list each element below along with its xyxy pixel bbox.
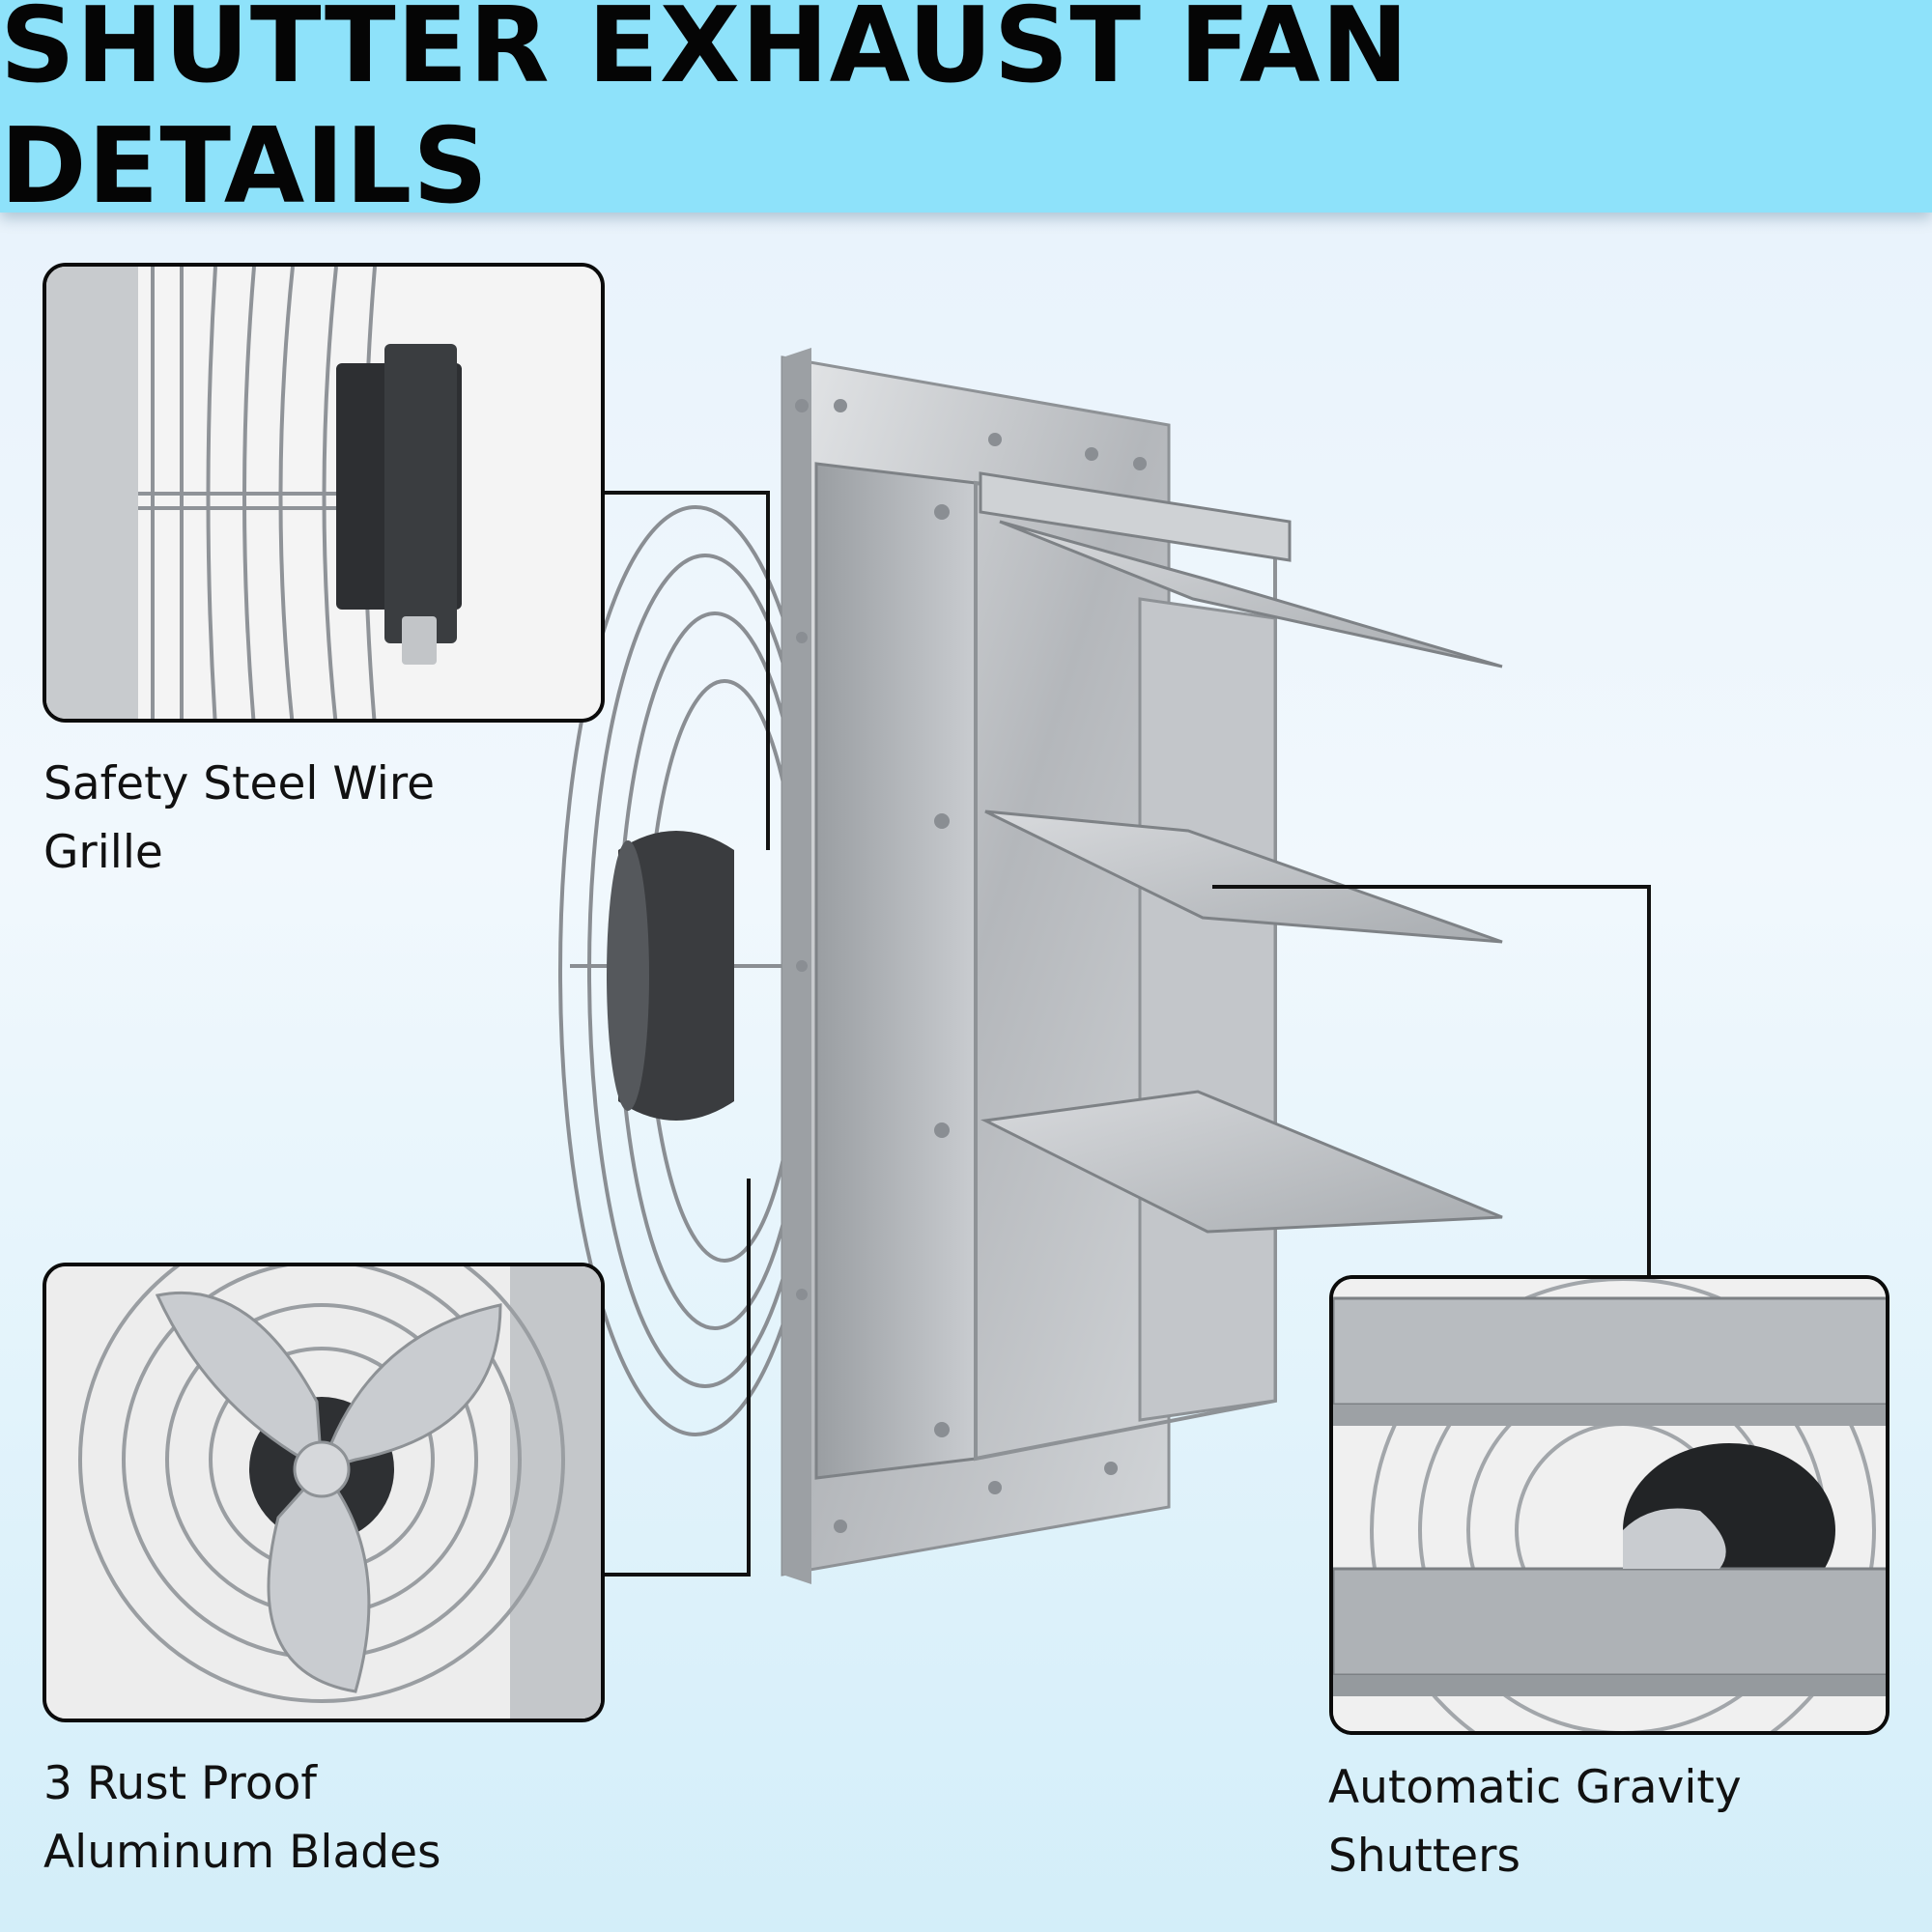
blades-detail-panel xyxy=(43,1263,605,1722)
feature-caption-shutters: Automatic Gravity Shutters xyxy=(1328,1753,1742,1890)
feature-caption-blades-line1: 3 Rust Proof xyxy=(43,1757,317,1810)
grille-detail-panel xyxy=(43,263,605,723)
shutters-closeup-image xyxy=(1333,1279,1886,1731)
feature-caption-grille-line1: Safety Steel Wire xyxy=(43,757,436,810)
feature-caption-grille-line2: Grille xyxy=(43,826,163,879)
feature-caption-blades: 3 Rust Proof Aluminum Blades xyxy=(43,1749,440,1887)
title-banner: SHUTTER EXHAUST FAN DETAILS xyxy=(0,0,1932,227)
feature-caption-shutters-line2: Shutters xyxy=(1328,1830,1520,1883)
grille-closeup-image xyxy=(46,267,601,719)
shutters-detail-panel xyxy=(1329,1275,1889,1735)
page-title: SHUTTER EXHAUST FAN DETAILS xyxy=(0,0,1410,227)
blades-closeup-image xyxy=(46,1266,601,1719)
feature-caption-grille: Safety Steel Wire Grille xyxy=(43,750,435,887)
feature-caption-shutters-line1: Automatic Gravity xyxy=(1328,1761,1742,1814)
feature-caption-blades-line2: Aluminum Blades xyxy=(43,1826,441,1879)
